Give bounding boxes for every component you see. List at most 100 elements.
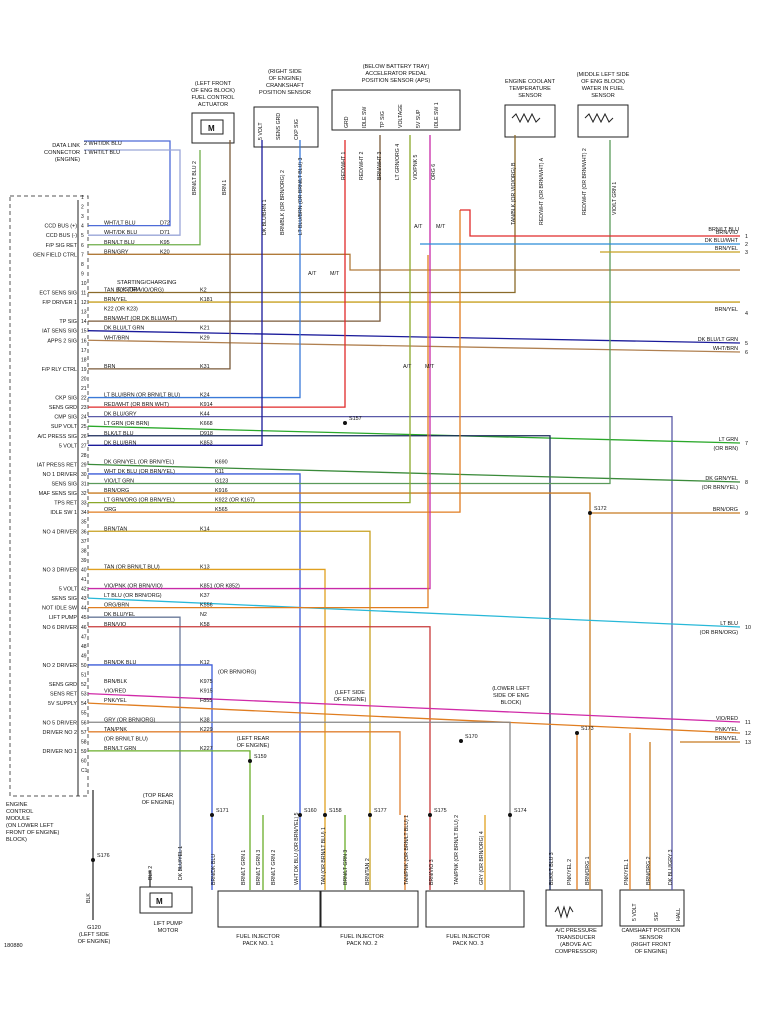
ecm-wire-label: BRN/YEL	[104, 297, 127, 303]
right-wire-label: VIO/RED	[716, 716, 738, 722]
ecm-wire-label: GRY (OR BRN/ORG)	[104, 717, 156, 723]
ecm-wire-label: DK BLU/LT GRN	[104, 326, 144, 332]
ecm-circuit-code: G123	[215, 479, 228, 485]
inj1-brn-dk-blu: BRN/DK BLU	[211, 854, 217, 885]
splice-s159	[248, 759, 252, 763]
ecm-circuit-code: K29	[200, 335, 210, 341]
dlc-label: CONNECTOR	[44, 150, 80, 156]
fuel-control-actuator: M	[191, 112, 235, 144]
cam-pin-name: HALL	[676, 908, 682, 921]
ecm-wire-label: VIO/LT GRN	[104, 479, 134, 485]
ecm-pin-label: 5 VOLT	[59, 443, 78, 449]
wire-org-brn	[88, 255, 429, 609]
ecm-pin-number: 45	[81, 615, 87, 621]
ecm-label: FRONT OF ENGINE)	[6, 830, 59, 836]
left-rear-label: (LEFT REAR	[237, 736, 270, 742]
ac-label: COMPRESSOR)	[555, 949, 597, 955]
ecm-pin-number: 8	[81, 262, 84, 268]
ecm-pin-number: 11	[81, 291, 86, 297]
ecm-wire-label: LT BLU/BRN (OR BRN/LT BLU)	[104, 393, 180, 399]
ecm-wire-label: LT GRN (OR BRN)	[104, 421, 150, 427]
ecm-pin-number: 5	[81, 233, 84, 239]
ecm-pin-label: F/P SIG RET	[46, 243, 78, 249]
right-wire-label: BRN/YEL	[715, 307, 738, 313]
inj1-wire: BRN/LT GRN 2	[271, 850, 277, 885]
ecm-pin-number: 47	[81, 634, 87, 640]
wire-brn-dk-blu	[88, 664, 213, 815]
cam-label: SENSOR	[639, 935, 663, 941]
ac-label: (ABOVE A/C	[560, 942, 592, 948]
splice-label: S174	[514, 808, 527, 814]
ecm-pin-number: 30	[81, 472, 87, 478]
splice-label: S176	[97, 853, 110, 859]
wif-wire: VIO/LT GRN 1	[612, 182, 618, 215]
splice-s175	[428, 813, 432, 817]
lift-pump-label: LIFT PUMP	[153, 921, 182, 927]
ecm-wire-label: BRN/LT BLU	[104, 240, 135, 246]
ecm-pin-label: APPS 2 SIG	[47, 338, 77, 344]
right-wire-number: 13	[745, 740, 751, 746]
ac-wire: BLK/LT BLU 3	[549, 852, 555, 885]
ecm-circuit-code: K21	[200, 326, 210, 332]
lower-left-label: (LOWER LEFT	[492, 686, 530, 692]
ecm-pin-label: SENS GRD	[49, 405, 77, 411]
right-wire-label: BRN/YEL	[715, 736, 738, 742]
ecm-pin-label: SUP VOLT	[51, 424, 78, 430]
ecm-pin-label: NO 6 DRIVER	[43, 625, 78, 631]
splice-label: S159	[254, 754, 267, 760]
at-label-3: A/T	[414, 224, 423, 230]
ground-label: (LEFT SIDE	[79, 932, 109, 938]
ecm-pin-number: 29	[81, 462, 87, 468]
starting-charging-label: SYSTEM	[117, 287, 140, 293]
ecm-pin-label: DRIVER NO 2	[43, 730, 77, 736]
ecm-label: ENGINE	[6, 802, 28, 808]
right-wire-label: LT BLU	[720, 621, 738, 627]
ecm-pin-label: CCD BUS (+)	[45, 224, 78, 230]
splice-s176	[91, 858, 95, 862]
ecm-label: (ON LOWER LEFT	[6, 823, 54, 829]
ecm-pin-label: NOT IDLE SW	[42, 606, 78, 612]
injector2-label: PACK NO. 2	[347, 941, 378, 947]
ecm-wire-label: WHT DK BLU (OR BRN/YEL)	[104, 469, 175, 475]
ecm-circuit-code: K20	[160, 249, 170, 255]
ecm-pin-number: 26	[81, 434, 87, 440]
ecm-pin-label: 5 VOLT	[59, 587, 78, 593]
ecm-circuit-code: K11	[215, 469, 224, 475]
inj2-wire: TAN (OR BRN/LT BLU) 1	[321, 827, 327, 885]
aps-label: ACCELERATOR PEDAL	[365, 71, 426, 77]
ecm-pin-number: 24	[81, 415, 87, 421]
ecm-circuit-code: N2	[200, 612, 207, 618]
ecm-pin-number: 28	[81, 453, 87, 459]
inj2-wire: BRN/TAN 2	[365, 858, 371, 885]
ecm-wire-label: (OR BRN/LT BLU)	[104, 736, 148, 742]
ecm-wire-label: VIO/RED	[104, 689, 126, 695]
ecm-pin-number: 39	[81, 558, 87, 564]
svg-text:M: M	[156, 897, 163, 906]
crank-pin-name: CKP SIG	[294, 119, 300, 140]
cam-label: OF ENGINE)	[635, 949, 668, 955]
cam-wire: BRN/ORG 2	[646, 856, 652, 885]
aps-wire: RED/WHT 2	[359, 151, 365, 180]
wire-blk-lt-blu	[88, 435, 551, 890]
ecm-wire-label: TAN BLK (OR VIO/ORG)	[104, 288, 164, 294]
splice-label: S173	[581, 726, 594, 732]
ecm-pin-label: TPS RET	[54, 501, 77, 507]
crank-wire: DK BLU/BRN 1	[262, 199, 268, 235]
injector2-label: FUEL INJECTOR	[340, 934, 384, 940]
ecm-wire-label: PNK/YEL	[104, 698, 127, 704]
splice-s160	[298, 813, 302, 817]
ecm-pin-number: 25	[81, 424, 87, 430]
wire-dk-grn-yel	[87, 463, 741, 483]
ecm-pin-number: 20	[81, 376, 87, 382]
wire-wht-lt-blu	[84, 140, 171, 227]
crank-wire: LT BLU/BRN (OR BRN/LT BLU) 3	[298, 157, 304, 235]
ecm-pin-label: A/C PRESS SIG	[37, 434, 77, 440]
ecm-pin-number: 53	[81, 692, 87, 698]
right-wire-number: 12	[745, 731, 751, 737]
crank-sensor-label: POSITION SENSOR	[259, 90, 311, 96]
right-wire-label: (OR BRN/YEL)	[702, 485, 738, 491]
ecm-pin-number: 16	[81, 338, 87, 344]
ecm-pin-label: GEN FIELD CTRL	[33, 252, 77, 258]
cam-pin-name: SIG	[654, 912, 660, 921]
g120-wire: BLK	[86, 893, 92, 903]
